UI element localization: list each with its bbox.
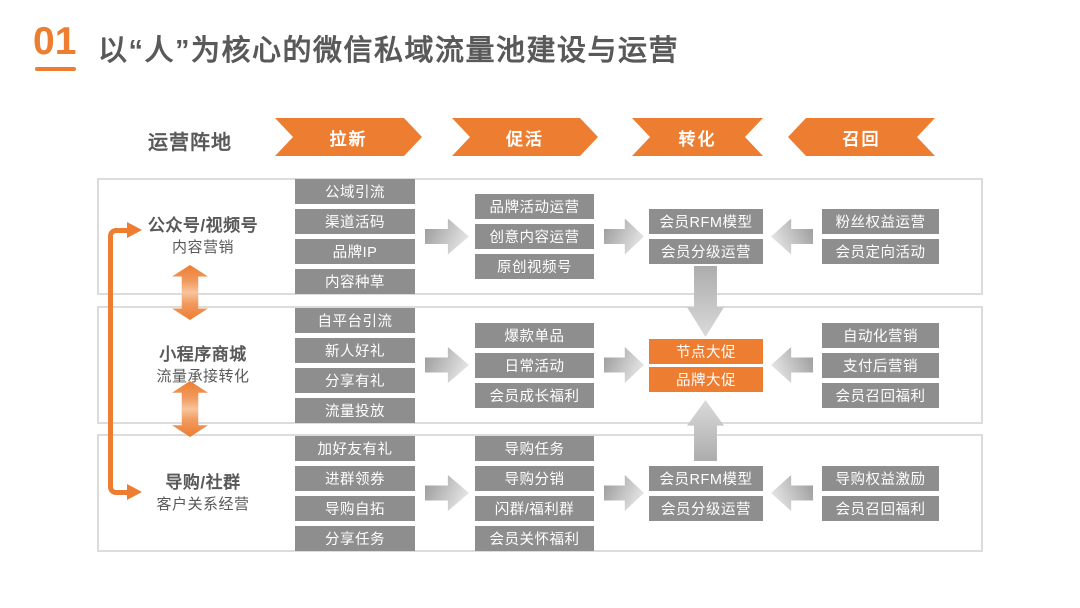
flow-box: 日常活动 xyxy=(475,352,594,378)
flow-box: 导购自拓 xyxy=(295,495,415,521)
flow-box-highlight: 节点大促 xyxy=(649,338,763,364)
tactics-column-acquire: 公域引流 渠道活码 品牌IP 内容种草 xyxy=(295,179,415,294)
funnel-row-label: 运营阵地 xyxy=(148,132,232,154)
row-subtitle: 流量承接转化 xyxy=(156,367,250,385)
flow-box: 进群领券 xyxy=(295,465,415,491)
funnel-stage-convert: 转化 xyxy=(632,118,763,156)
row-title: 导购/社群 xyxy=(165,472,241,492)
flow-box-highlight: 品牌大促 xyxy=(649,366,763,392)
funnel-stage-activate: 促活 xyxy=(452,118,598,156)
flow-box: 会员RFM模型 xyxy=(649,465,763,491)
flow-box: 自动化营销 xyxy=(822,322,939,348)
flow-box: 导购权益激励 xyxy=(822,465,939,491)
flow-box: 会员定向活动 xyxy=(822,239,939,264)
flow-box: 支付后营销 xyxy=(822,352,939,378)
row-label: 公众号/视频号 内容营销 xyxy=(113,180,293,293)
flow-box: 原创视频号 xyxy=(475,254,594,279)
row-subtitle: 客户关系经营 xyxy=(156,495,250,513)
arrow-left-icon xyxy=(771,347,813,383)
flow-box: 分享有礼 xyxy=(295,367,415,393)
tactics-column-engage: 品牌活动运营 创意内容运营 原创视频号 xyxy=(475,180,594,293)
flow-box: 会员RFM模型 xyxy=(649,209,763,234)
arrow-right-icon xyxy=(604,218,644,255)
flow-box: 流量投放 xyxy=(295,397,415,423)
funnel-stage-acquire: 拉新 xyxy=(275,118,422,156)
flow-box: 创意内容运营 xyxy=(475,224,594,249)
row-title: 小程序商城 xyxy=(159,344,247,364)
bracket-connector xyxy=(108,228,130,495)
tactics-column-convert: 会员RFM模型 会员分级运营 xyxy=(649,436,763,550)
slide-number: 01 xyxy=(33,20,77,63)
arrow-right-icon xyxy=(425,218,469,255)
row-label: 导购/社群 客户关系经营 xyxy=(113,436,293,550)
flow-box: 会员分级运营 xyxy=(649,239,763,264)
flow-box: 公域引流 xyxy=(295,179,415,204)
tactics-column-recall: 粉丝权益运营 会员定向活动 xyxy=(822,180,939,293)
flow-box: 粉丝权益运营 xyxy=(822,209,939,234)
tactics-column-acquire: 自平台引流 新人好礼 分享有礼 流量投放 xyxy=(295,307,415,423)
flow-box: 加好友有礼 xyxy=(295,435,415,461)
flow-box: 导购分销 xyxy=(475,465,594,491)
tactics-column-acquire: 加好友有礼 进群领券 导购自拓 分享任务 xyxy=(295,435,415,551)
flow-box: 自平台引流 xyxy=(295,307,415,333)
flow-box: 会员召回福利 xyxy=(822,495,939,521)
row-panel-miniprogram-mall: 小程序商城 流量承接转化 自平台引流 新人好礼 分享有礼 流量投放 爆款单品 日… xyxy=(97,306,983,424)
flow-box: 导购任务 xyxy=(475,435,594,461)
flow-box: 内容种草 xyxy=(295,269,415,294)
arrow-left-icon xyxy=(771,218,813,255)
tactics-column-convert-highlight: 节点大促 品牌大促 xyxy=(649,308,763,422)
tactics-column-recall: 导购权益激励 会员召回福利 xyxy=(822,436,939,550)
arrow-right-icon xyxy=(604,475,644,511)
row-title: 公众号/视频号 xyxy=(147,216,259,235)
flow-box: 分享任务 xyxy=(295,525,415,551)
flow-box: 品牌IP xyxy=(295,239,415,264)
flow-box: 品牌活动运营 xyxy=(475,194,594,219)
row-label: 小程序商城 流量承接转化 xyxy=(113,308,293,422)
arrow-right-icon xyxy=(425,347,469,383)
tactics-column-recall: 自动化营销 支付后营销 会员召回福利 xyxy=(822,308,939,422)
flow-box: 会员召回福利 xyxy=(822,382,939,408)
slide-number-underline xyxy=(35,67,76,71)
flow-box: 渠道活码 xyxy=(295,209,415,234)
row-panel-official-account: 公众号/视频号 内容营销 公域引流 渠道活码 品牌IP 内容种草 品牌活动运营 … xyxy=(97,178,983,295)
flow-box: 闪群/福利群 xyxy=(475,495,594,521)
page-title: 以“人”为核心的微信私域流量池建设与运营 xyxy=(98,35,680,67)
arrow-right-icon xyxy=(425,475,469,511)
tactics-column-engage: 爆款单品 日常活动 会员成长福利 xyxy=(475,308,594,422)
funnel-stage-recall: 召回 xyxy=(788,118,935,156)
arrow-right-icon xyxy=(604,347,644,383)
flow-box: 会员成长福利 xyxy=(475,382,594,408)
row-panel-guide-community: 导购/社群 客户关系经营 加好友有礼 进群领券 导购自拓 分享任务 导购任务 导… xyxy=(97,434,983,552)
flow-box: 会员分级运营 xyxy=(649,495,763,521)
arrow-left-icon xyxy=(771,475,813,511)
bracket-arrowhead-icon xyxy=(127,222,142,238)
tactics-column-engage: 导购任务 导购分销 闪群/福利群 会员关怀福利 xyxy=(475,435,594,551)
row-subtitle: 内容营销 xyxy=(171,239,234,256)
flow-box: 会员关怀福利 xyxy=(475,525,594,551)
flow-box: 爆款单品 xyxy=(475,322,594,348)
flow-box: 新人好礼 xyxy=(295,337,415,363)
bracket-arrowhead-icon xyxy=(127,484,142,500)
tactics-column-convert: 会员RFM模型 会员分级运营 xyxy=(649,180,763,293)
